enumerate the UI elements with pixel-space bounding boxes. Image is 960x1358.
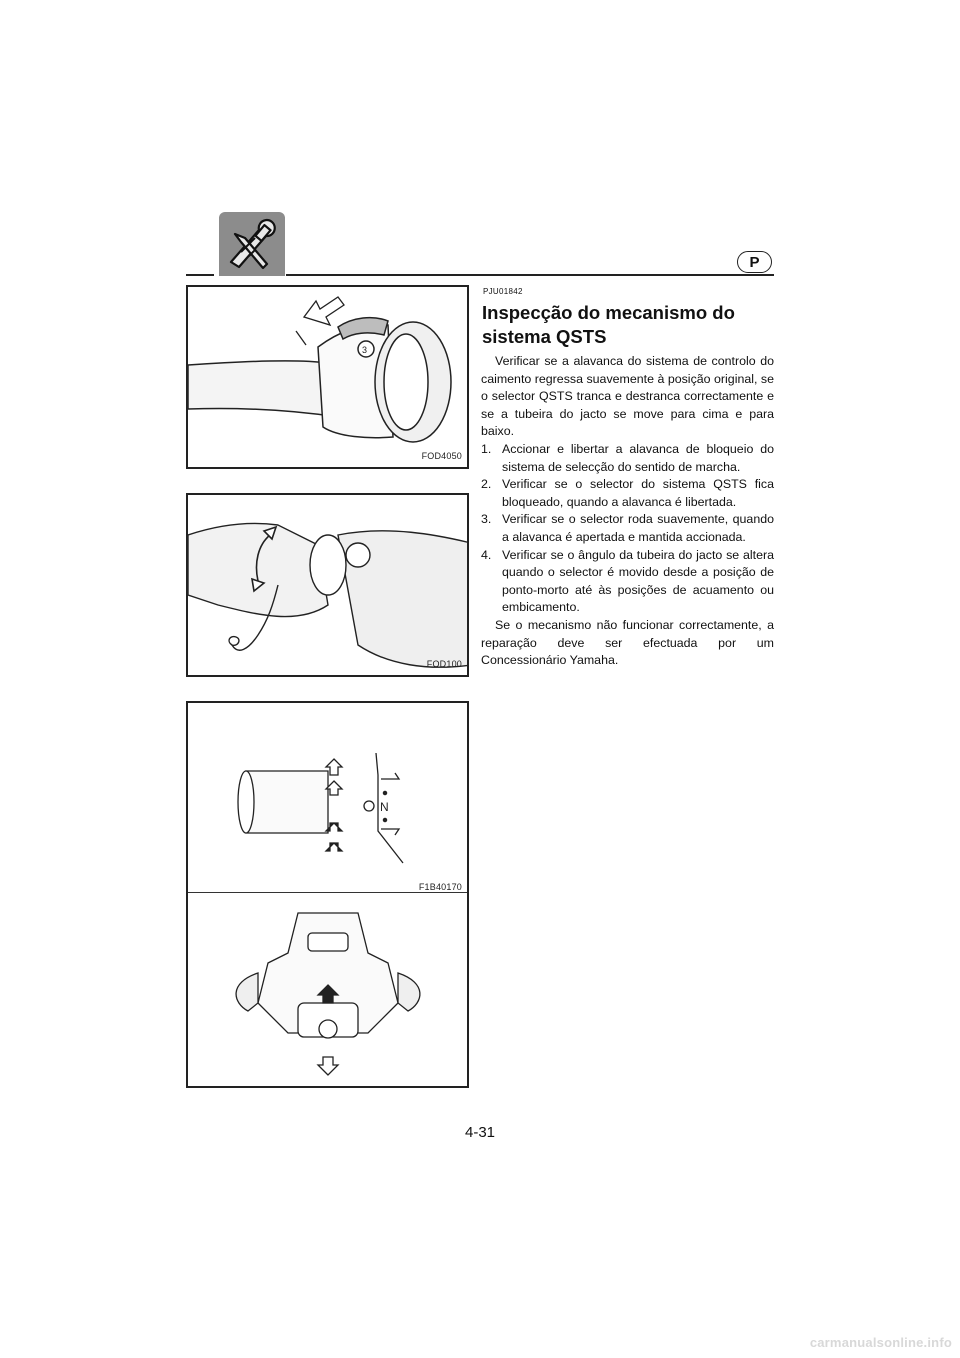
figure-code: FOD100 xyxy=(426,659,462,669)
step-item: 1. Accionar e libertar a alavanca de bloq… xyxy=(481,441,774,476)
section-title: Inspecção do mecanismo do sistema QSTS xyxy=(482,302,735,347)
step-text: Accionar e libertar a alavanca de bloque… xyxy=(502,441,774,474)
tools-icon xyxy=(219,212,285,276)
svg-text:3: 3 xyxy=(362,345,367,355)
step-number: 2. xyxy=(481,477,492,492)
step-text: Verificar se o ângulo da tubeira do jact… xyxy=(502,547,774,615)
handlebar-lever-illustration: 3 xyxy=(188,296,452,443)
figure-selector-hand: FOD100 xyxy=(186,493,469,677)
reference-code: PJU01842 xyxy=(483,287,523,296)
language-badge: P xyxy=(737,251,772,273)
step-number: 1. xyxy=(481,441,492,456)
hand-selector-illustration xyxy=(188,522,467,668)
closing-paragraph: Se o mecanismo não funcionar correctamen… xyxy=(481,617,774,668)
figure-code: FOD4050 xyxy=(421,451,462,461)
figure-trim-lever: 3 FOD4050 xyxy=(186,285,469,469)
inspection-steps: 1. Accionar e libertar a alavanca de bloq… xyxy=(481,441,774,617)
step-item: 2. Verificar se o selector do sistema QST… xyxy=(481,476,774,511)
step-text: Verificar se o selector do sistema QSTS … xyxy=(502,477,774,509)
step-number: 3. xyxy=(481,512,492,527)
figure-divider xyxy=(188,892,467,893)
step-item: 4. Verificar se o ângulo da tubeira do ja… xyxy=(481,547,774,617)
watermark: carmanualsonline.info xyxy=(809,1335,952,1350)
header-rule-left xyxy=(186,274,214,276)
neutral-label: N xyxy=(380,800,389,814)
figure-qsts-diagram: N F1B40170 xyxy=(186,701,469,1088)
intro-paragraph: Verificar se a alavanca do sistema de co… xyxy=(481,354,774,439)
page-number: 4-31 xyxy=(464,1124,496,1141)
step-number: 4. xyxy=(481,547,492,562)
figure-code: F1B40170 xyxy=(418,882,462,892)
step-item: 3. Verificar se o selector roda suavement… xyxy=(481,511,774,546)
header-rule-right xyxy=(286,274,774,276)
grip-selector-diagram: N xyxy=(235,752,421,1076)
step-text: Verificar se o selector roda suavemente,… xyxy=(502,512,774,544)
text-column: PJU01842 Inspecção do mecanismo do siste… xyxy=(481,287,774,670)
